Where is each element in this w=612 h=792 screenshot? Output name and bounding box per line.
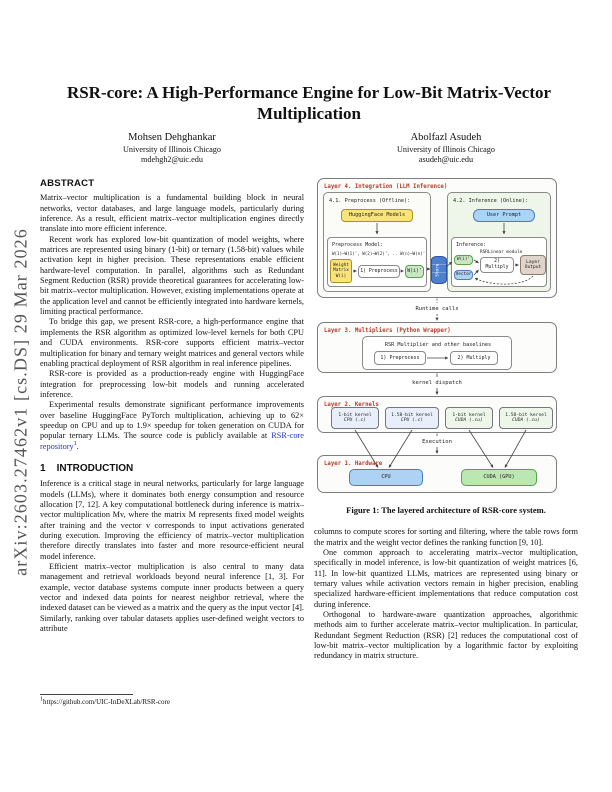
author-email: mdehgh2@uic.edu	[141, 155, 203, 165]
repository-link[interactable]: RSR-core repository	[40, 431, 304, 451]
abstract-paragraph-final: Experimental results demonstrate signifi…	[40, 400, 304, 452]
author-block-2: Abolfazl Asudeh University of Illinois C…	[314, 131, 578, 166]
rsrlinear-module-label: RSRLinear module	[480, 250, 523, 255]
abstract-paragraph: RSR-core is provided as a production-rea…	[40, 369, 304, 399]
rsr-multiplier-label: RSR Multiplier and other baselines	[384, 342, 492, 348]
kernel-line2: CPU (.c)	[400, 418, 424, 423]
footnote-rule	[40, 694, 133, 695]
multiply-step-node: 2) Multiply	[480, 257, 514, 273]
abstract-final-text: Experimental results demonstrate signifi…	[40, 400, 304, 441]
section-number: 1	[40, 462, 46, 474]
abstract-final-period: .	[76, 441, 79, 451]
huggingface-models-node: HuggingFace Models	[341, 209, 413, 222]
author-affiliation: University of Illinois Chicago	[122, 144, 221, 154]
figure-1: Layer 4. Integration (LLM Inference) 4.1…	[314, 177, 578, 515]
footnote: 1https://github.com/UIC-InDeXLab/RSR-cor…	[40, 694, 304, 707]
footnote-marker-sup: 1	[73, 440, 77, 447]
layer-output-node: Layer Output	[520, 255, 546, 275]
footnote-url: https://github.com/UIC-InDeXLab/RSR-core	[43, 698, 170, 706]
paper-title: RSR-core: A High-Performance Engine for …	[66, 83, 552, 124]
intro-paragraph: Orthogonal to hardware-aware quantizatio…	[314, 610, 578, 661]
layer3-preprocess-node: 1) Preprocess	[374, 351, 426, 365]
kernel-158bit-cpu-node: 1.58-bit kernel CPU (.c)	[385, 407, 439, 429]
figure-caption: Figure 1: The layered architecture of RS…	[346, 505, 546, 515]
author-block-1: Mohsen Dehghankar University of Illinois…	[40, 131, 304, 166]
intro-paragraph: One common approach to accelerating matr…	[314, 548, 578, 609]
kernel-1bit-cuda-node: 1-bit kernel CUDA (.cu)	[445, 407, 493, 429]
kernel-line2: CUDA (.cu)	[512, 418, 540, 423]
author-name: Abolfazl Asudeh	[410, 132, 482, 143]
wi-prime-inference-node: W(i)'	[454, 255, 473, 265]
layer3-multiply-node: 2) Multiply	[450, 351, 498, 365]
abstract-paragraph: Recent work has explored low-bit quantiz…	[40, 234, 304, 317]
intro-paragraph: Inference is a critical stage in neural …	[40, 479, 304, 561]
author-email: asudeh@uic.edu	[418, 155, 474, 165]
layer4-title: Layer 4. Integration (LLM Inference)	[324, 184, 448, 190]
kernel-1bit-cpu-node: 1-bit kernel CPU (.c)	[331, 407, 379, 429]
execution-label: Execution	[422, 439, 452, 445]
layer3-title: Layer 3. Multipliers (Python Wrapper)	[324, 328, 451, 334]
preprocess-step-node: 1) Preprocess	[358, 265, 400, 278]
kernel-line2: CUDA (.cu)	[455, 418, 483, 423]
intro-paragraph: Efficient matrix–vector multiplication i…	[40, 562, 304, 634]
kernel-dispatch-label: kernel dispatch	[412, 380, 462, 386]
footnote-marker: 1	[40, 696, 43, 703]
architecture-diagram: Layer 4. Integration (LLM Inference) 4.1…	[317, 177, 557, 495]
section-title: INTRODUCTION	[56, 462, 134, 474]
kernel-158bit-cuda-node: 1.58-bit kernel CUDA (.cu)	[499, 407, 553, 429]
wi-prime-node: W(i)'	[405, 265, 424, 278]
weight-matrix-node: Weight Matrix W(i)	[330, 259, 352, 283]
kernel-line1: 1.58-bit kernel	[391, 412, 433, 418]
preprocess-offline-label: 4.1. Preprocess (Offline):	[329, 198, 411, 204]
kernel-line2: CPU (.c)	[343, 418, 367, 423]
footnote-text: 1https://github.com/UIC-InDeXLab/RSR-cor…	[40, 696, 304, 707]
cpu-hardware-node: CPU	[349, 469, 423, 486]
right-column-text: columns to compute scores for sorting an…	[314, 527, 578, 661]
vector-node: Vector	[454, 270, 473, 280]
author-name: Mohsen Dehghankar	[128, 132, 216, 143]
intro-paragraph: columns to compute scores for sorting an…	[314, 527, 578, 547]
user-prompt-node: User Prompt	[473, 209, 535, 222]
weight-mapping-text: W(1)→W(1)', W(2)→W(2)', .. W(n)→W(n)'	[332, 251, 426, 256]
kernel-line1: 1-bit kernel	[338, 412, 372, 418]
right-column: Layer 4. Integration (LLM Inference) 4.1…	[314, 177, 578, 662]
store-database-icon: Store	[431, 256, 447, 284]
preprocess-model-label: Preprocess Model:	[332, 242, 384, 248]
kernel-line1: 1.58-bit kernel	[505, 412, 547, 418]
introduction-heading: 1 INTRODUCTION	[40, 462, 304, 474]
author-affiliation: University of Illinois Chicago	[396, 144, 495, 154]
inference-online-label: 4.2. Inference (Online):	[453, 198, 528, 204]
inference-label: Inference:	[456, 242, 487, 248]
kernel-line1: 1-bit kernel	[452, 412, 486, 418]
arxiv-sidebar-text: arXiv:2603.27462v1 [cs.DS] 29 Mar 2026	[10, 228, 31, 576]
abstract-paragraph: To bridge this gap, we present RSR-core,…	[40, 317, 304, 368]
abstract-heading: ABSTRACT	[40, 178, 95, 189]
left-column: ABSTRACT Matrix–vector multiplication is…	[40, 178, 304, 634]
layer2-title: Layer 2. Kernels	[324, 402, 379, 408]
abstract-paragraph: Matrix–vector multiplication is a fundam…	[40, 193, 304, 234]
layer1-title: Layer 1. Hardware	[324, 461, 383, 467]
runtime-calls-label: Runtime calls	[415, 306, 459, 312]
store-label: Store	[435, 263, 441, 277]
cuda-hardware-node: CUDA (GPU)	[461, 469, 537, 486]
